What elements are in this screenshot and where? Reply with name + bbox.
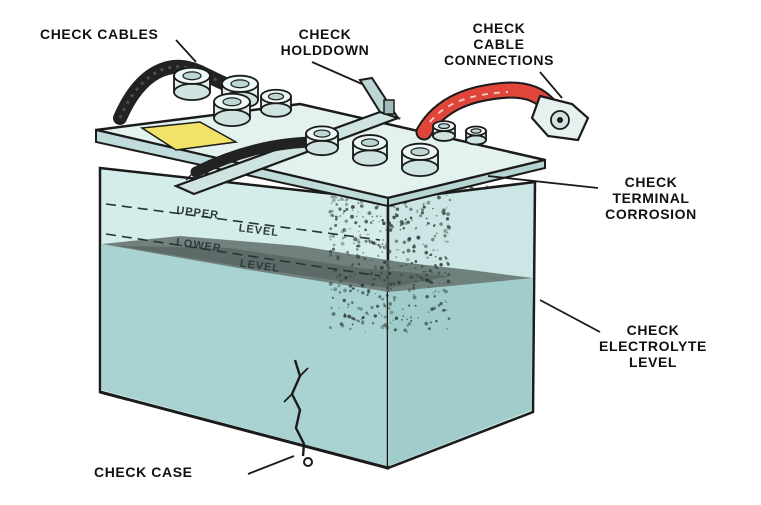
cell-cap [465, 125, 487, 146]
lid-side-rim [387, 158, 546, 208]
pointer-electrolyte [539, 299, 601, 333]
pointer-case [247, 455, 295, 475]
cell-cap [401, 142, 439, 177]
label-check-electrolyte-level: CHECK ELECTROLYTE LEVEL [599, 322, 707, 370]
electrolyte-front [102, 244, 386, 466]
electrolyte-side [388, 278, 533, 466]
pointer-lines [175, 39, 601, 475]
cell-cap [260, 88, 292, 118]
pointer-connections [539, 71, 563, 99]
pointer-holddown [311, 61, 363, 85]
cell-cap [352, 134, 388, 167]
label-check-terminal-corrosion: CHECK TERMINAL CORROSION [605, 174, 697, 222]
label-check-case: CHECK CASE [94, 464, 193, 480]
battery-case: UPPER LEVEL LOWER LEVEL [98, 148, 537, 470]
cell-cap [305, 125, 339, 157]
label-check-holddown: CHECK HOLDDOWN [280, 26, 370, 58]
pointer-corrosion [487, 175, 599, 189]
upper-mark: UPPER [176, 205, 220, 222]
pointer-cables [175, 39, 197, 63]
cable-clamp [530, 94, 590, 142]
label-check-cable-connections: CHECK CABLE CONNECTIONS [443, 20, 555, 68]
cell-caps [173, 66, 487, 177]
upper-level-mark: LEVEL [238, 222, 280, 239]
cell-cap [173, 66, 211, 102]
cell-cap [213, 92, 251, 128]
label-check-cables: CHECK CABLES [40, 26, 159, 42]
lower-level-mark: LEVEL [239, 258, 281, 276]
battery-label-sticker [139, 121, 239, 151]
cell-cap [432, 120, 456, 142]
